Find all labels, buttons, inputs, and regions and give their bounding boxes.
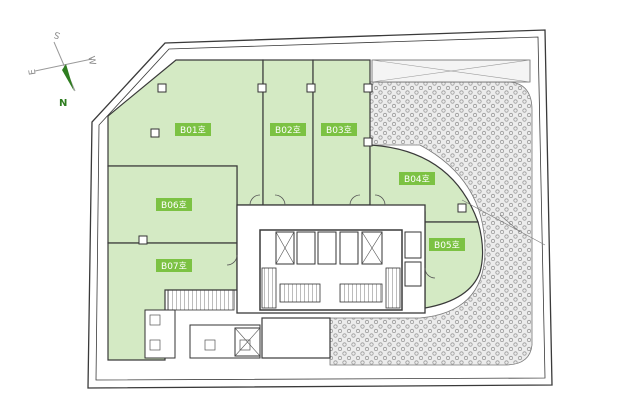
unit-label-b01-text: B05호 xyxy=(434,240,460,251)
unit-label-b03-text: B03호 xyxy=(326,125,352,136)
unit-label-b02[interactable]: B04호 xyxy=(399,172,435,185)
reference-line xyxy=(461,199,546,246)
unit-label-b03[interactable]: B03호 xyxy=(321,123,357,136)
lower-corridor xyxy=(261,317,331,359)
compass: S E W N xyxy=(28,29,97,109)
restrooms xyxy=(144,309,261,359)
unit-label-b05[interactable]: B01호 xyxy=(175,123,211,136)
courtyard-pattern xyxy=(330,82,532,365)
unit-label-b04-text: B02호 xyxy=(275,125,301,136)
unit-label-b06[interactable]: B06호 xyxy=(156,198,192,211)
compass-east: E xyxy=(28,68,39,76)
compass-south: S xyxy=(53,29,62,40)
central-core xyxy=(236,204,426,314)
unit-label-b07-text: B07호 xyxy=(161,261,187,272)
unit-label-b01[interactable]: B05호 xyxy=(429,238,465,251)
unit-label-b06-text: B06호 xyxy=(161,200,187,211)
unit-label-b05-text: B01호 xyxy=(180,125,206,136)
structural-columns xyxy=(138,83,467,245)
west-stairs xyxy=(167,289,235,311)
door-swings xyxy=(226,194,436,279)
unit-label-b04[interactable]: B02호 xyxy=(270,123,306,136)
compass-north: N xyxy=(59,98,67,109)
unit-label-b07[interactable]: B07호 xyxy=(156,259,192,272)
compass-west: W xyxy=(85,55,96,66)
unit-label-b02-text: B04호 xyxy=(404,174,430,185)
building-inner-outline xyxy=(95,36,546,381)
